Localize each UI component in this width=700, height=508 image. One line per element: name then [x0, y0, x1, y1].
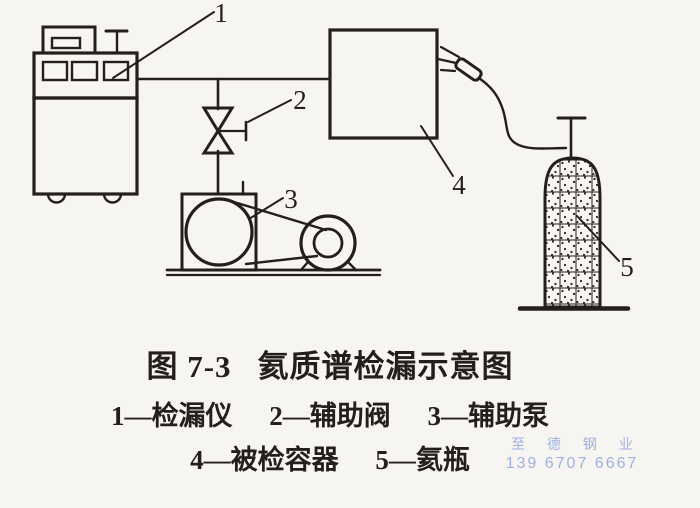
- helium-bottle: [517, 116, 631, 311]
- container-box: [328, 28, 439, 140]
- leak-detector: [32, 25, 139, 204]
- auxiliary-valve: [201, 106, 248, 155]
- figure-caption: 图 7-3 氦质谱检漏示意图: [0, 341, 660, 386]
- spray-line-2: [436, 57, 458, 65]
- pump-pulley: [184, 197, 254, 267]
- watermark: 至 德 钢 业 139 6707 6667: [502, 436, 642, 474]
- legend-item-3: 3—辅助泵: [427, 401, 550, 431]
- detector-button-2: [70, 60, 99, 82]
- callout-3-label: 3: [284, 184, 298, 214]
- watermark-phone: 139 6707 6667: [505, 454, 639, 472]
- belt-top: [222, 197, 328, 232]
- legend-row-2: 4—被检容器 5—氦瓶: [0, 438, 660, 477]
- test-container: [328, 28, 439, 140]
- legend-row-1: 1—检漏仪 2—辅助阀 3—辅助泵: [0, 394, 660, 433]
- valve-lower-triangle: [201, 128, 235, 155]
- watermark-company: 至 德 钢 业: [511, 436, 642, 452]
- legend-item-2: 2—辅助阀: [269, 401, 391, 431]
- helium-spray-gun: [436, 45, 568, 150]
- detector-button-3: [102, 60, 130, 82]
- callout-1-label: 1: [214, 0, 228, 28]
- schematic-diagram: 1 2 3 4 5: [32, 0, 634, 311]
- auxiliary-pump: [165, 180, 382, 277]
- spray-line-3: [439, 68, 457, 73]
- detector-wheel-left: [46, 192, 67, 204]
- detector-control-panel: [32, 51, 139, 100]
- callout-2-label: 2: [293, 85, 307, 115]
- belt-bottom: [244, 254, 319, 266]
- detector-wheel-right: [102, 192, 123, 204]
- callout-2-leader: [247, 99, 292, 123]
- detector-display-screen: [50, 36, 82, 50]
- figure-number: 图 7-3: [146, 349, 232, 384]
- callout-3-leader: [248, 197, 284, 220]
- bottle-body: [543, 156, 602, 309]
- figure-title: 氦质谱检漏示意图: [257, 349, 514, 384]
- legend-item-4: 4—被检容器: [190, 445, 339, 475]
- detector-button-1: [41, 60, 69, 82]
- legend-item-1: 1—检漏仪: [111, 401, 233, 431]
- motor-pulley: [312, 227, 344, 259]
- spray-hose: [477, 76, 568, 150]
- spray-line-1: [439, 45, 461, 59]
- callout-5-label: 5: [620, 252, 634, 282]
- vacuum-pipes: [135, 77, 332, 196]
- callout-4-label: 4: [452, 170, 466, 200]
- legend-item-5: 5—氦瓶: [375, 445, 470, 475]
- callout-4-leader: [420, 125, 454, 177]
- valve-upper-triangle: [201, 106, 235, 134]
- callout-1-leader: [112, 11, 215, 79]
- callouts: 1 2 3 4 5: [112, 0, 634, 282]
- callout-5-leader: [576, 215, 620, 262]
- detector-cabinet: [32, 96, 139, 196]
